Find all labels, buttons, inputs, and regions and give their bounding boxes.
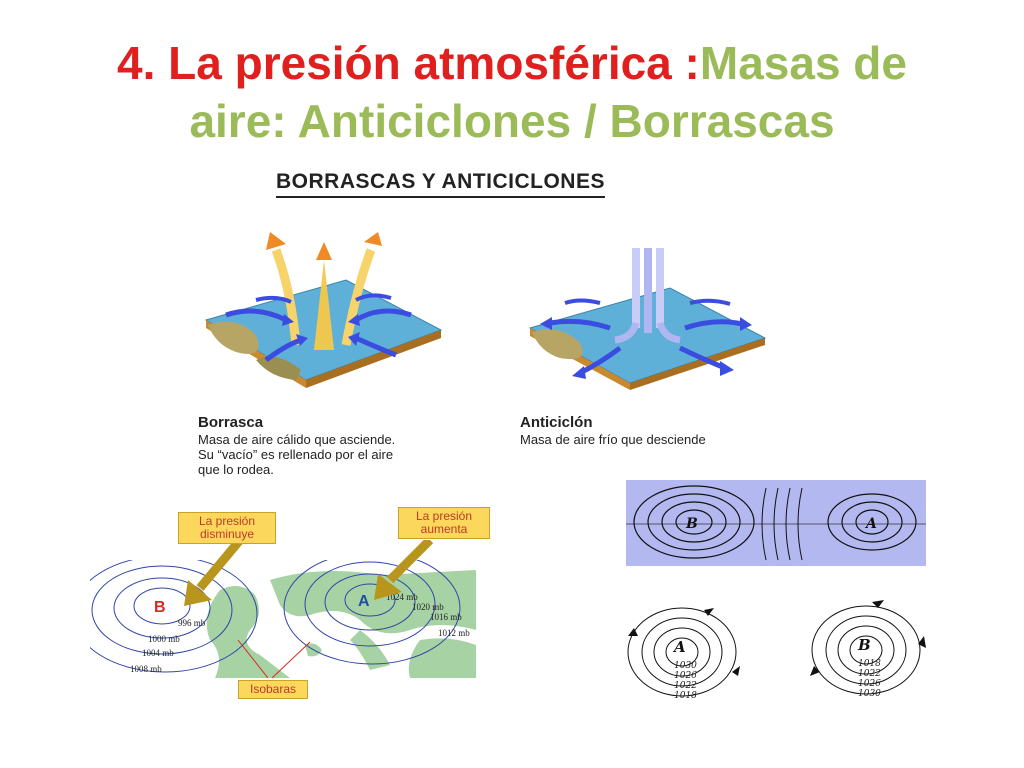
isobar-map: B A 996 mb 1000 mb 1004 mb 1008 mb 1024 … xyxy=(90,560,476,678)
borrasca-description: Masa de aire cálido que asciende. Su “va… xyxy=(198,432,396,477)
hand-high-value: 1022 xyxy=(674,681,697,691)
hand-low-value: 1030 xyxy=(858,689,881,699)
low-value: 1000 mb xyxy=(148,634,180,644)
title-green-part-1: Masas de xyxy=(699,37,907,89)
borrasca-illustration xyxy=(204,232,443,388)
hand-high-value: 1030 xyxy=(674,661,697,671)
low-value: 1004 mb xyxy=(142,648,174,658)
low-pressure-symbol: B xyxy=(154,599,166,616)
hand-high-value: 1026 xyxy=(674,671,697,681)
hand-high-value: 1018 xyxy=(674,691,697,701)
hand-low-value: 1018 xyxy=(858,659,881,669)
borrasca-heading: Borrasca xyxy=(198,414,264,431)
sketch-high-symbol: A xyxy=(864,516,877,532)
hand-high-diagram: A 1030 1026 1022 1018 xyxy=(627,607,740,701)
slide-title: 4. La presión atmosférica :Masas de aire… xyxy=(0,34,1024,150)
sketch-low-symbol: B xyxy=(685,516,698,532)
sketch-pressure-map: B A xyxy=(626,480,926,566)
high-value: 1016 mb xyxy=(430,612,462,622)
anticiclon-heading: Anticiclón xyxy=(520,414,593,431)
high-value: 1020 mb xyxy=(412,602,444,612)
anticiclon-description: Masa de aire frío que desciende xyxy=(520,432,706,447)
low-value: 1008 mb xyxy=(130,664,162,674)
hand-low-symbol: B xyxy=(857,636,871,654)
title-green-part-2: aire: Anticiclones / Borrascas xyxy=(189,95,835,147)
pressure-increases-label: La presión aumenta xyxy=(398,507,490,539)
hand-low-value: 1026 xyxy=(858,679,881,689)
pressure-arrows xyxy=(184,540,434,606)
anticiclon-illustration xyxy=(528,248,767,390)
hand-low-value: 1022 xyxy=(858,669,881,679)
figure-banner: BORRASCAS Y ANTICICLONES xyxy=(276,170,605,198)
isobars-label: Isobaras xyxy=(238,680,308,699)
title-red-part: 4. La presión atmosférica : xyxy=(117,37,700,89)
hand-low-diagram: B 1018 1022 1026 1030 xyxy=(810,600,926,699)
low-value: 996 mb xyxy=(178,618,206,628)
high-value: 1012 mb xyxy=(438,628,470,638)
high-value: 1024 mb xyxy=(386,592,418,602)
hand-high-symbol: A xyxy=(672,638,686,656)
high-pressure-symbol: A xyxy=(358,593,370,610)
pressure-decreases-label: La presión disminuye xyxy=(178,512,276,544)
